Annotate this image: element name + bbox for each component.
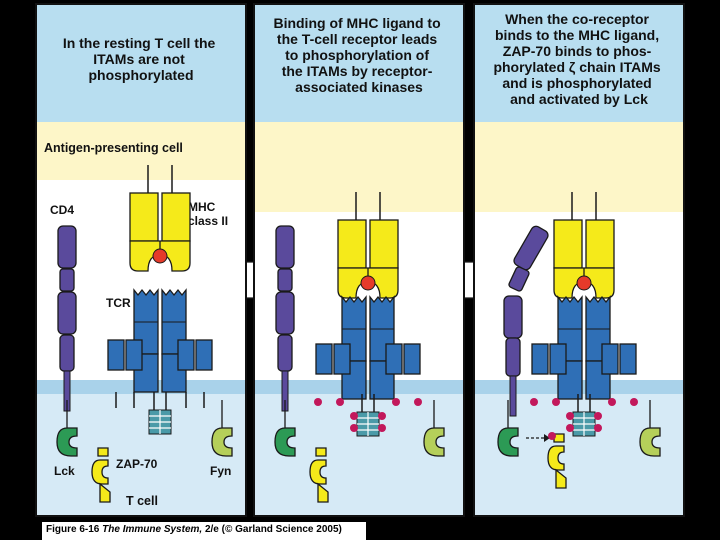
panel-1-border — [35, 3, 247, 517]
apc-label: Antigen-presenting cell — [44, 141, 183, 155]
phosphate — [530, 398, 538, 406]
panel-1-header-text: In the resting T cell the ITAMs are not … — [63, 35, 219, 83]
panel-1-header-line-1: In the resting T cell the — [63, 35, 216, 51]
phosphate — [552, 398, 560, 406]
fyn-label: Fyn — [210, 464, 231, 478]
tcr-label: TCR — [106, 296, 131, 310]
caption-credit: (© Garland Science 2005) — [221, 524, 342, 535]
phosphate — [392, 398, 400, 406]
phosphate — [566, 424, 574, 432]
phosphate — [378, 424, 386, 432]
cd4-label: CD4 — [50, 203, 74, 217]
phosphate — [350, 412, 358, 420]
tcell-label: T cell — [126, 494, 158, 508]
panel-3-header-line-6: and activated by Lck — [510, 91, 648, 107]
mhc-label: MHC class II — [188, 200, 228, 228]
phosphate — [414, 398, 422, 406]
panel-2-apc-region — [254, 122, 464, 212]
panel-3-cd4-coreceptor — [503, 225, 549, 417]
phosphate — [594, 424, 602, 432]
caption-book: The Immune System, — [102, 524, 203, 535]
panel-3-header-line-1: When the co-receptor — [505, 11, 649, 27]
panel-2-border — [253, 3, 465, 517]
panel-3-peptide-antigen — [576, 275, 592, 291]
phosphate — [630, 398, 638, 406]
panel-1: In the resting T cell the ITAMs are not … — [36, 4, 246, 516]
phosphate — [566, 412, 574, 420]
caption-figure-number: Figure 6-16 — [46, 524, 100, 535]
panel-3-itam-ladder — [572, 411, 596, 437]
panel-2-header — [254, 4, 464, 122]
caption-book-title: The Immune System, — [102, 524, 202, 535]
panel-2-header-line-3: to phosphorylation of — [285, 47, 429, 63]
phosphate — [378, 412, 386, 420]
phosphate — [336, 398, 344, 406]
zap70-label: ZAP-70 — [116, 457, 158, 471]
panel-1-header-line-3: phosphorylated — [88, 67, 193, 83]
phosphate — [314, 398, 322, 406]
mhc-label-line-2: class II — [188, 214, 228, 228]
itam-ladder — [148, 409, 172, 435]
panel-2-header-line-5: associated kinases — [295, 79, 423, 95]
panel-1-apc-region — [36, 122, 246, 180]
panel-3-header — [474, 4, 684, 122]
panel-1-header-line-2: ITAMs are not — [93, 51, 185, 67]
peptide-antigen — [152, 248, 168, 264]
panel-2-header-line-2: the T-cell receptor leads — [277, 31, 437, 47]
phosphate — [608, 398, 616, 406]
caption-edition: 2/e — [204, 524, 219, 535]
activation-arrowhead — [544, 434, 550, 442]
panel-2-header-line-4: the ITAMs by receptor- — [282, 63, 433, 79]
phosphate — [548, 432, 556, 440]
panel-3-header-line-4: phorylated ζ chain ITAMs — [493, 59, 660, 75]
panel-3-header-text: When the co-receptor binds to the MHC li… — [493, 11, 664, 107]
panel-3-header-line-3: ZAP-70 binds to phos- — [503, 43, 652, 59]
panel-2-header-text: Binding of MHC ligand to the T-cell rece… — [273, 15, 444, 95]
panel-2-peptide-antigen — [360, 275, 376, 291]
panel-2: Binding of MHC ligand to the T-cell rece… — [254, 4, 464, 516]
zap70-kinase — [91, 447, 111, 503]
phosphate — [350, 424, 358, 432]
panel-3-header-line-5: and is phosphorylated — [502, 75, 651, 91]
panel-1-header — [36, 4, 246, 122]
panel-3: When the co-receptor binds to the MHC li… — [474, 4, 684, 516]
panel-3-header-line-2: binds to the MHC ligand, — [495, 27, 659, 43]
phosphate — [594, 412, 602, 420]
lck-label: Lck — [54, 464, 75, 478]
panel-3-border — [473, 3, 685, 517]
panel-3-apc-region — [474, 122, 684, 212]
panel-2-itam-ladder — [356, 411, 380, 437]
figure-caption: Figure 6-16 The Immune System, 2/e (© Ga… — [42, 522, 366, 540]
mhc-label-line-1: MHC — [188, 200, 216, 214]
panel-2-header-line-1: Binding of MHC ligand to — [273, 15, 440, 31]
panel-2-zap70-kinase — [309, 447, 329, 503]
